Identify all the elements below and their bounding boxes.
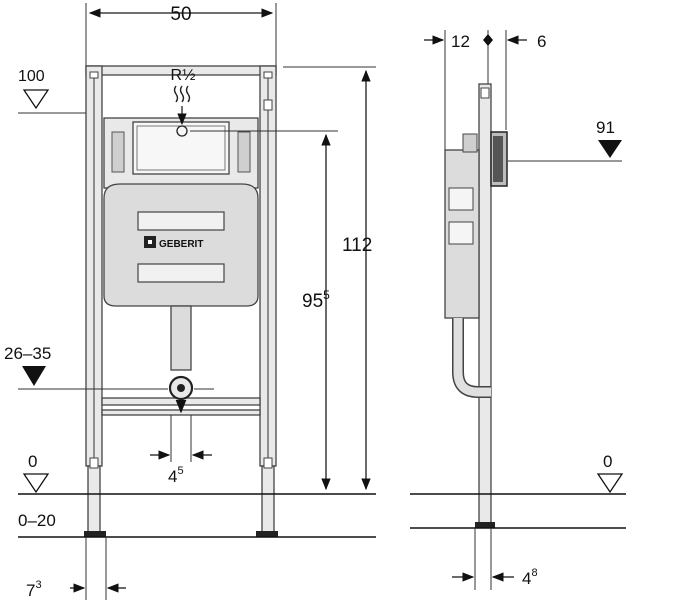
depth-right-label: 6 (537, 32, 546, 51)
height-total-label: 112 (342, 235, 372, 256)
drain-level-marker (22, 366, 46, 386)
side-floor-level-label: 0 (603, 452, 612, 471)
water-connection-icon (173, 85, 191, 103)
floor-level-marker (22, 473, 50, 494)
side-view: 12 6 91 0 48 (410, 30, 626, 590)
drain-pipe (170, 305, 192, 371)
foot-plate-left (84, 531, 106, 537)
side-foot-plate (475, 522, 495, 528)
cistern-opening (132, 121, 230, 175)
level-100-label: 100 (18, 68, 45, 85)
height-connection-label: 955 (302, 288, 330, 312)
width-label: 50 (170, 4, 191, 25)
foot-depth-label: 48 (522, 567, 538, 588)
connection-label: R½ (171, 67, 196, 84)
side-upright (478, 83, 492, 525)
foot-plate-right (256, 531, 278, 537)
depth-left-label: 12 (451, 32, 470, 51)
front-view: 50 GEBERIT (4, 3, 376, 600)
brand-logo: GEBERIT (159, 239, 203, 250)
foot-offset-label: 73 (26, 579, 42, 600)
side-floor-level-marker (596, 473, 624, 494)
foot-right (261, 465, 275, 535)
plate-level-marker (598, 140, 622, 158)
plate-level-label: 91 (596, 118, 615, 137)
adjust-range-label: 0–20 (18, 511, 56, 530)
drain-range-label: 26–35 (4, 344, 51, 363)
drain-width-label: 45 (168, 465, 184, 486)
floor-level-label: 0 (28, 452, 37, 471)
level-100-marker (22, 89, 50, 110)
foot-left (87, 465, 101, 535)
